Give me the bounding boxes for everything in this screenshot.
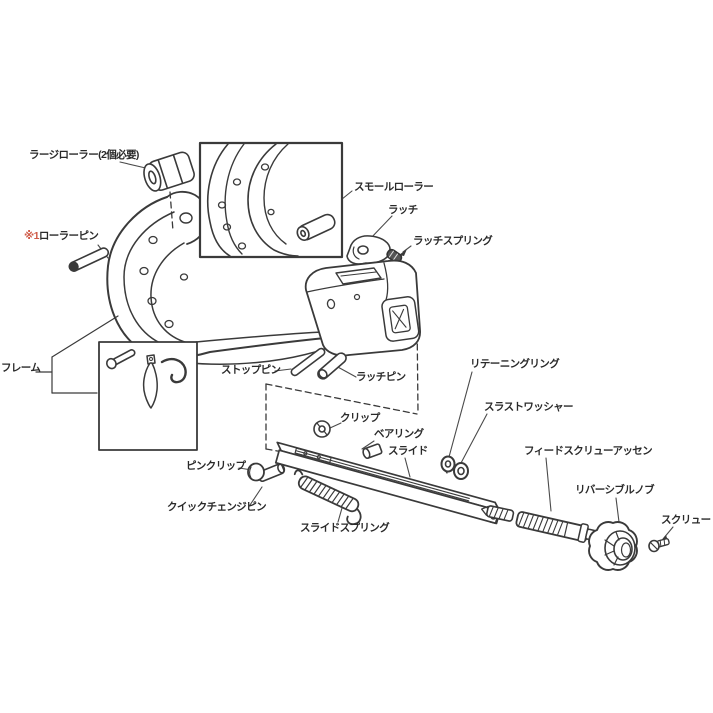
label-stop-pin: ストップピン (221, 364, 281, 376)
label-roller-pin: ※1ローラーピン (24, 230, 99, 243)
latch-pin (317, 352, 347, 380)
label-roller-pin-text: ローラーピン (38, 230, 99, 242)
label-quick-change-pin: クイックチェンジピン (167, 501, 267, 513)
small-roller (296, 213, 336, 242)
label-retaining-ring: リテーニングリング (470, 358, 560, 370)
label-latch-spring: ラッチスプリング (413, 235, 493, 247)
frame-bracket (35, 315, 119, 394)
label-slide-spring: スライドスプリング (300, 522, 390, 534)
frame-screw (105, 349, 136, 370)
inset-box-frame-top (198, 141, 344, 259)
label-latch-pin: ラッチピン (356, 371, 406, 383)
large-roller (143, 151, 195, 192)
stop-pin (290, 347, 326, 377)
latch-spring-arrowhead (399, 249, 407, 256)
label-latch: ラッチ (388, 204, 418, 216)
slide-spring (293, 469, 362, 526)
latch (346, 235, 391, 265)
knob-screw (648, 538, 670, 553)
label-large-roller: ラージローラー(2個必要) (29, 149, 139, 161)
bearing (362, 443, 383, 460)
reamer (142, 354, 158, 409)
label-reversible-knob: リバーシブルノブ (575, 484, 655, 496)
label-clip: クリップ (340, 412, 380, 424)
body-block (304, 259, 421, 357)
label-screw: スクリュー (661, 514, 711, 526)
label-frame: フレーム (1, 362, 41, 374)
inset-box-frame-parts (98, 341, 198, 451)
label-roller-pin-ref: ※1 (24, 230, 39, 242)
quick-change-pin (247, 462, 286, 483)
reversible-knob (588, 521, 638, 571)
roller-pin (68, 247, 110, 272)
pin-clip (247, 462, 265, 482)
clip (313, 420, 331, 438)
label-thrust-washer: スラストワッシャー (484, 401, 573, 413)
label-slide: スライド (388, 445, 428, 457)
label-pin-clip: ピンクリップ (186, 460, 246, 472)
label-feed-screw-assy: フィードスクリューアッセン (524, 445, 653, 457)
label-small-roller: スモールローラー (354, 181, 434, 193)
retaining-ring (440, 455, 456, 474)
hook-spring (160, 357, 187, 384)
label-bearing: ベアリング (374, 428, 424, 440)
thrust-washer (453, 462, 469, 480)
feed-screw-assembly (480, 505, 597, 543)
